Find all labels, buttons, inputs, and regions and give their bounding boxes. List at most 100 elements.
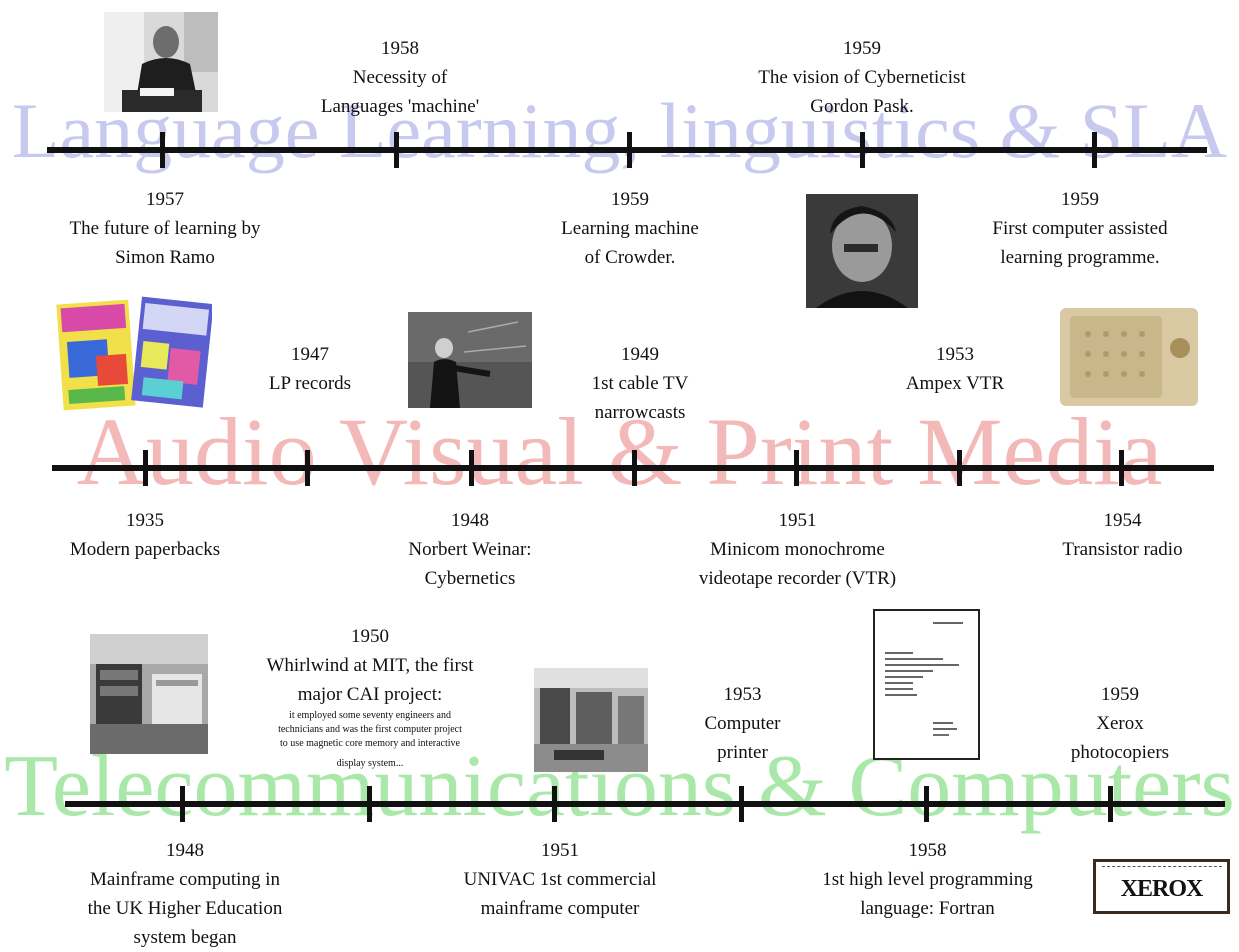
timeline-tick: [160, 132, 165, 168]
photo-norbert-weiner: [408, 312, 532, 408]
event-text: learning programme.: [1000, 247, 1160, 268]
timeline-telecom: [65, 801, 1225, 807]
photo-printer-page: [873, 609, 980, 760]
photo-univac: [534, 668, 648, 772]
timeline-tick: [794, 450, 799, 486]
event-1951-minicom-vtr: 1951 Minicom monochrome videotape record…: [655, 506, 940, 593]
event-1959-gordon-pask: 1959 The vision of Cyberneticist Gordon …: [712, 34, 1012, 121]
event-year: 1959: [1061, 189, 1099, 210]
event-text: Transistor radio: [1062, 539, 1183, 560]
event-text: language: Fortran: [860, 898, 995, 919]
event-text: Modern paperbacks: [69, 539, 221, 560]
timeline-tick: [1092, 132, 1097, 168]
event-text: the UK Higher Education: [87, 898, 283, 919]
event-year: 1958: [908, 840, 947, 861]
event-1957-simon-ramo: 1957 The future of learning by Simon Ram…: [25, 185, 305, 272]
event-text: 1st high level programming: [822, 869, 1033, 890]
timeline-tick: [367, 786, 372, 822]
timeline-tick: [552, 786, 557, 822]
event-text: Whirlwind at MIT, the first: [266, 655, 474, 676]
event-text: Mainframe computing in: [90, 869, 280, 890]
event-1953-computer-printer: 1953 Computer printer: [680, 680, 805, 767]
photo-transistor-radio: [1058, 304, 1200, 408]
timeline-tick: [860, 132, 865, 168]
photo-paperbacks: [56, 296, 212, 414]
event-detail: to use magnetic core memory and interact…: [280, 738, 460, 749]
event-year: 1948: [166, 840, 204, 861]
timeline-tick: [924, 786, 929, 822]
event-text: printer: [717, 742, 768, 763]
event-detail: technicians and was the first computer p…: [278, 724, 462, 735]
timeline-tick: [632, 450, 637, 486]
event-1953-ampex-vtr: 1953 Ampex VTR: [880, 340, 1030, 398]
event-text: major CAI project:: [297, 684, 443, 705]
timeline-tick: [180, 786, 185, 822]
event-1954-transistor-radio: 1954 Transistor radio: [1030, 506, 1215, 564]
event-1951-univac: 1951 UNIVAC 1st commercial mainframe com…: [420, 836, 700, 923]
event-year: 1953: [723, 684, 762, 705]
event-text: The vision of Cyberneticist: [758, 67, 966, 88]
event-detail: display system...: [336, 758, 404, 769]
event-1947-lp-records: 1947 LP records: [240, 340, 380, 398]
xerox-logo-text: XEROX: [1120, 876, 1204, 902]
event-text: photocopiers: [1070, 742, 1170, 763]
event-year: 1948: [451, 510, 489, 531]
event-text: First computer assisted: [992, 218, 1168, 239]
event-year: 1959: [611, 189, 649, 210]
event-1950-whirlwind: 1950 Whirlwind at MIT, the first major C…: [225, 622, 515, 771]
event-1935-paperbacks: 1935 Modern paperbacks: [35, 506, 255, 564]
event-text: UNIVAC 1st commercial: [463, 869, 657, 890]
event-text: LP records: [268, 373, 352, 394]
timeline-tick: [305, 450, 310, 486]
event-year: 1951: [778, 510, 817, 531]
timeline-tick: [143, 450, 148, 486]
event-year: 1954: [1103, 510, 1142, 531]
photo-man-at-desk: [104, 12, 218, 112]
timeline-tick: [1108, 786, 1113, 822]
event-year: 1957: [146, 189, 184, 210]
event-1959-xerox: 1959 Xerox photocopiers: [1035, 680, 1205, 767]
event-year: 1959: [843, 38, 881, 59]
timeline-tick: [394, 132, 399, 168]
event-1948-cybernetics: 1948 Norbert Weinar: Cybernetics: [370, 506, 570, 593]
event-year: 1949: [621, 344, 659, 365]
event-text: of Crowder.: [584, 247, 676, 268]
event-text: narrowcasts: [594, 402, 686, 423]
xerox-logo: XEROX: [1093, 859, 1230, 914]
event-text: 1st cable TV: [591, 373, 689, 394]
timeline-tick: [627, 132, 632, 168]
event-year: 1951: [541, 840, 579, 861]
event-1959-computer-assisted: 1959 First computer assisted learning pr…: [955, 185, 1205, 272]
event-text: The future of learning by: [69, 218, 261, 239]
event-text: Cybernetics: [424, 568, 516, 589]
event-text: videotape recorder (VTR): [698, 568, 897, 589]
event-year: 1958: [381, 38, 419, 59]
event-1949-cable-tv: 1949 1st cable TV narrowcasts: [560, 340, 720, 427]
banner-audio-visual-print: Audio Visual & Print Media: [76, 398, 1163, 505]
event-text: Simon Ramo: [115, 247, 215, 268]
event-year: 1947: [291, 344, 329, 365]
photo-gordon-pask: [806, 194, 918, 308]
event-1958-languages-machine: 1958 Necessity of Languages 'machine': [290, 34, 510, 121]
photo-whirlwind: [90, 634, 208, 754]
event-year: 1953: [936, 344, 974, 365]
event-text: Gordon Pask.: [810, 96, 914, 117]
event-text: Xerox: [1096, 713, 1144, 734]
event-1958-fortran: 1958 1st high level programming language…: [780, 836, 1075, 923]
event-text: Languages 'machine': [320, 96, 480, 117]
event-year: 1959: [1101, 684, 1139, 705]
event-detail: it employed some seventy engineers and: [289, 710, 451, 721]
event-text: Learning machine: [561, 218, 699, 239]
event-text: system began: [133, 927, 237, 948]
event-year: 1935: [126, 510, 164, 531]
timeline-tick: [1119, 450, 1124, 486]
timeline-tick: [957, 450, 962, 486]
event-text: Ampex VTR: [905, 373, 1005, 394]
timeline-tick: [739, 786, 744, 822]
event-text: Computer: [704, 713, 781, 734]
event-text: Minicom monochrome: [710, 539, 885, 560]
event-text: Norbert Weinar:: [408, 539, 532, 560]
event-text: Necessity of: [352, 67, 448, 88]
event-year: 1950: [351, 626, 389, 647]
event-1948-mainframe-uk: 1948 Mainframe computing in the UK Highe…: [40, 836, 330, 952]
